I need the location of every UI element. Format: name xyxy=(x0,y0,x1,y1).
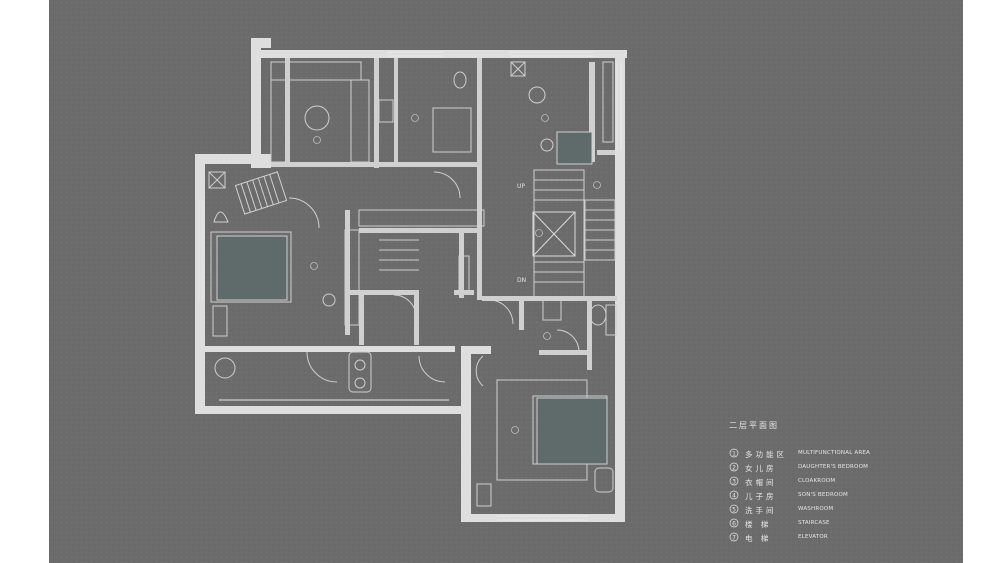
legend-number: 7 xyxy=(732,534,736,541)
legend-en-label: ELEVATOR xyxy=(798,534,828,540)
legend-number: 5 xyxy=(732,506,736,513)
washroom-fixtures xyxy=(378,71,617,336)
legend-en-label: STAIRCASE xyxy=(798,520,830,526)
balcony-furniture xyxy=(214,351,446,393)
multifunctional-furniture xyxy=(510,61,614,165)
legend-en-label: CLOAKROOM xyxy=(798,478,836,484)
legend-zh-label: 儿子房 xyxy=(745,492,777,501)
interior-walls xyxy=(271,58,617,370)
legend-zh-label: 多功能区 xyxy=(745,450,787,459)
staircase xyxy=(379,169,616,299)
windows xyxy=(198,51,622,521)
legend-number-marker: 7 xyxy=(729,532,739,542)
stair-labels: UP DN xyxy=(517,183,526,284)
legend-number: 1 xyxy=(732,450,736,457)
legend-number-marker: 6 xyxy=(729,518,739,528)
legend-number: 3 xyxy=(732,478,736,485)
floor-plan-board: UP DN 二层平面图 1 多功能区 MULTIFUNCTIONAL AREA 2 女儿… xyxy=(49,0,963,563)
legend-en-label: WASHROOM xyxy=(798,506,834,512)
legend-number-marker: 3 xyxy=(729,476,739,486)
legend-zh-label: 电 梯 xyxy=(745,534,772,543)
plan-title: 二层平面图 xyxy=(729,421,779,430)
door-swings xyxy=(393,171,580,353)
legend-en-label: SON'S BEDROOM xyxy=(798,492,848,498)
legend-number: 6 xyxy=(732,520,736,527)
elevator xyxy=(532,211,576,257)
legend-zh-label: 洗手间 xyxy=(745,506,777,515)
legend-number: 2 xyxy=(732,464,736,471)
exterior-walls xyxy=(195,38,627,522)
legend-number-marker: 2 xyxy=(729,462,739,472)
legend-zh-label: 衣帽间 xyxy=(745,478,777,487)
legend-number: 4 xyxy=(732,492,736,499)
legend-en-label: MULTIFUNCTIONAL AREA xyxy=(798,450,871,456)
floor-plan-drawing: UP DN xyxy=(195,38,627,522)
legend-zh-label: 楼 梯 xyxy=(745,520,772,529)
legend-number-marker: 4 xyxy=(729,490,739,500)
cloakroom-cabinets xyxy=(270,61,485,326)
legend-number-marker: 5 xyxy=(729,504,739,514)
legend-en-label: DAUGHTER'S BEDROOM xyxy=(798,464,869,470)
legend-zh-label: 女儿房 xyxy=(745,464,777,473)
stair-down-label: DN xyxy=(517,277,526,284)
sons-bedroom-furniture xyxy=(475,355,614,507)
legend-number-marker: 1 xyxy=(729,448,739,458)
daughters-bedroom-furniture xyxy=(208,171,336,337)
stair-up-label: UP xyxy=(517,183,525,190)
room-markers xyxy=(310,114,601,434)
